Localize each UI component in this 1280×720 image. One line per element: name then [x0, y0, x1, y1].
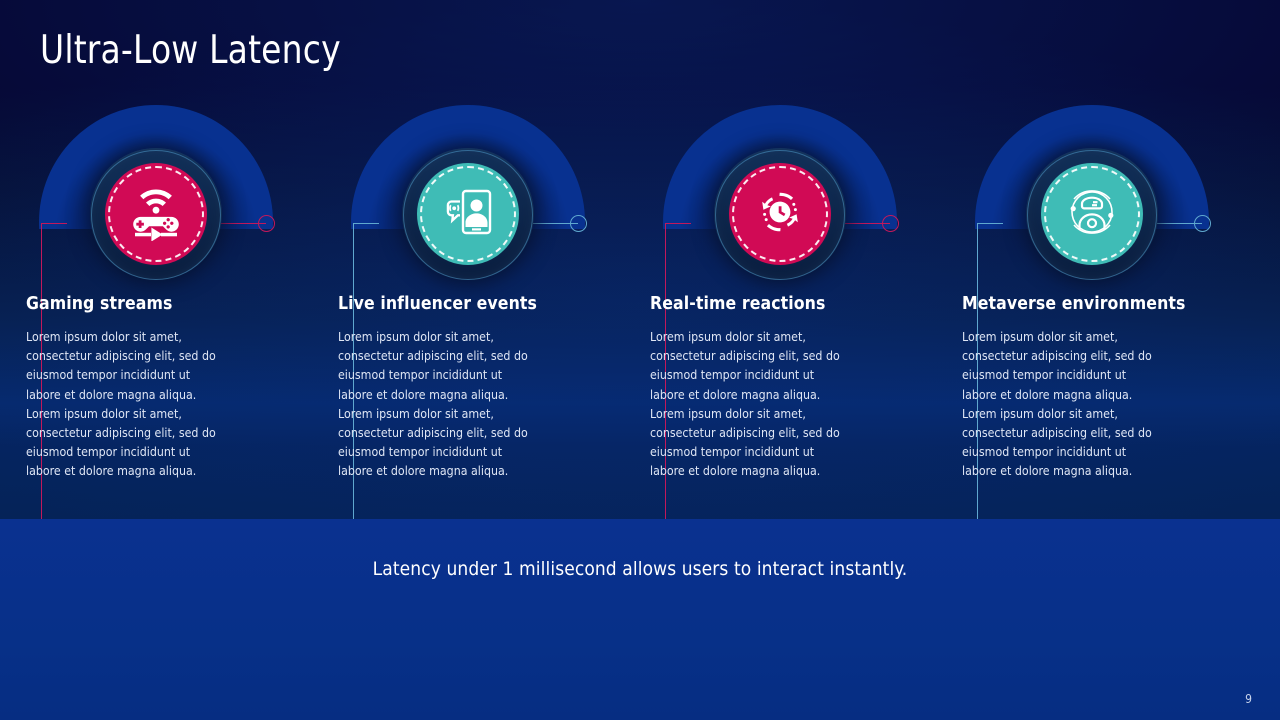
- vr-avatar-orbit-icon: [1062, 183, 1122, 245]
- feature-title: Gaming streams: [26, 294, 173, 314]
- connector-node: [882, 215, 899, 232]
- divider-cap: [41, 223, 67, 224]
- feature-column-4: Metaverse environments Lorem ipsum dolor…: [936, 0, 1248, 720]
- feature-title: Metaverse environments: [962, 294, 1186, 314]
- column-divider: [41, 223, 42, 519]
- feature-column-2: Live influencer events Lorem ipsum dolor…: [312, 0, 624, 720]
- connector-node: [570, 215, 587, 232]
- feature-title: Real-time reactions: [650, 294, 826, 314]
- feature-body: Lorem ipsum dolor sit amet, consectetur …: [26, 330, 216, 479]
- feature-column-3: Real-time reactions Lorem ipsum dolor si…: [624, 0, 936, 720]
- connector-node: [258, 215, 275, 232]
- clock-refresh-icon: [751, 183, 809, 245]
- tablet-person-broadcast-icon: [439, 183, 497, 245]
- feature-body: Lorem ipsum dolor sit amet, consectetur …: [338, 330, 528, 479]
- connector-line: [512, 223, 578, 224]
- icon-badge[interactable]: [729, 163, 831, 265]
- page-number: 9: [1245, 692, 1252, 706]
- column-divider: [665, 223, 666, 519]
- column-divider: [353, 223, 354, 519]
- feature-column-1: Gaming streams Lorem ipsum dolor sit ame…: [0, 0, 312, 720]
- icon-ring-outline: [715, 150, 845, 280]
- connector-line: [1136, 223, 1202, 224]
- gamepad-wifi-play-icon: [126, 183, 186, 245]
- icon-badge[interactable]: [417, 163, 519, 265]
- divider-cap: [665, 223, 691, 224]
- feature-body: Lorem ipsum dolor sit amet, consectetur …: [650, 330, 840, 479]
- connector-line: [824, 223, 890, 224]
- icon-badge[interactable]: [1041, 163, 1143, 265]
- icon-ring-outline: [403, 150, 533, 280]
- connector-node: [1194, 215, 1211, 232]
- feature-title: Live influencer events: [338, 294, 537, 314]
- footnote-text: Latency under 1 millisecond allows users…: [372, 558, 908, 580]
- page-title: Ultra-Low Latency: [40, 28, 341, 73]
- divider-cap: [353, 223, 379, 224]
- connector-line: [200, 223, 266, 224]
- column-divider: [977, 223, 978, 519]
- feature-body: Lorem ipsum dolor sit amet, consectetur …: [962, 330, 1152, 479]
- icon-ring-outline: [1027, 150, 1157, 280]
- icon-ring-outline: [91, 150, 221, 280]
- divider-cap: [977, 223, 1003, 224]
- bottom-color-band: [0, 519, 1280, 720]
- icon-badge[interactable]: [105, 163, 207, 265]
